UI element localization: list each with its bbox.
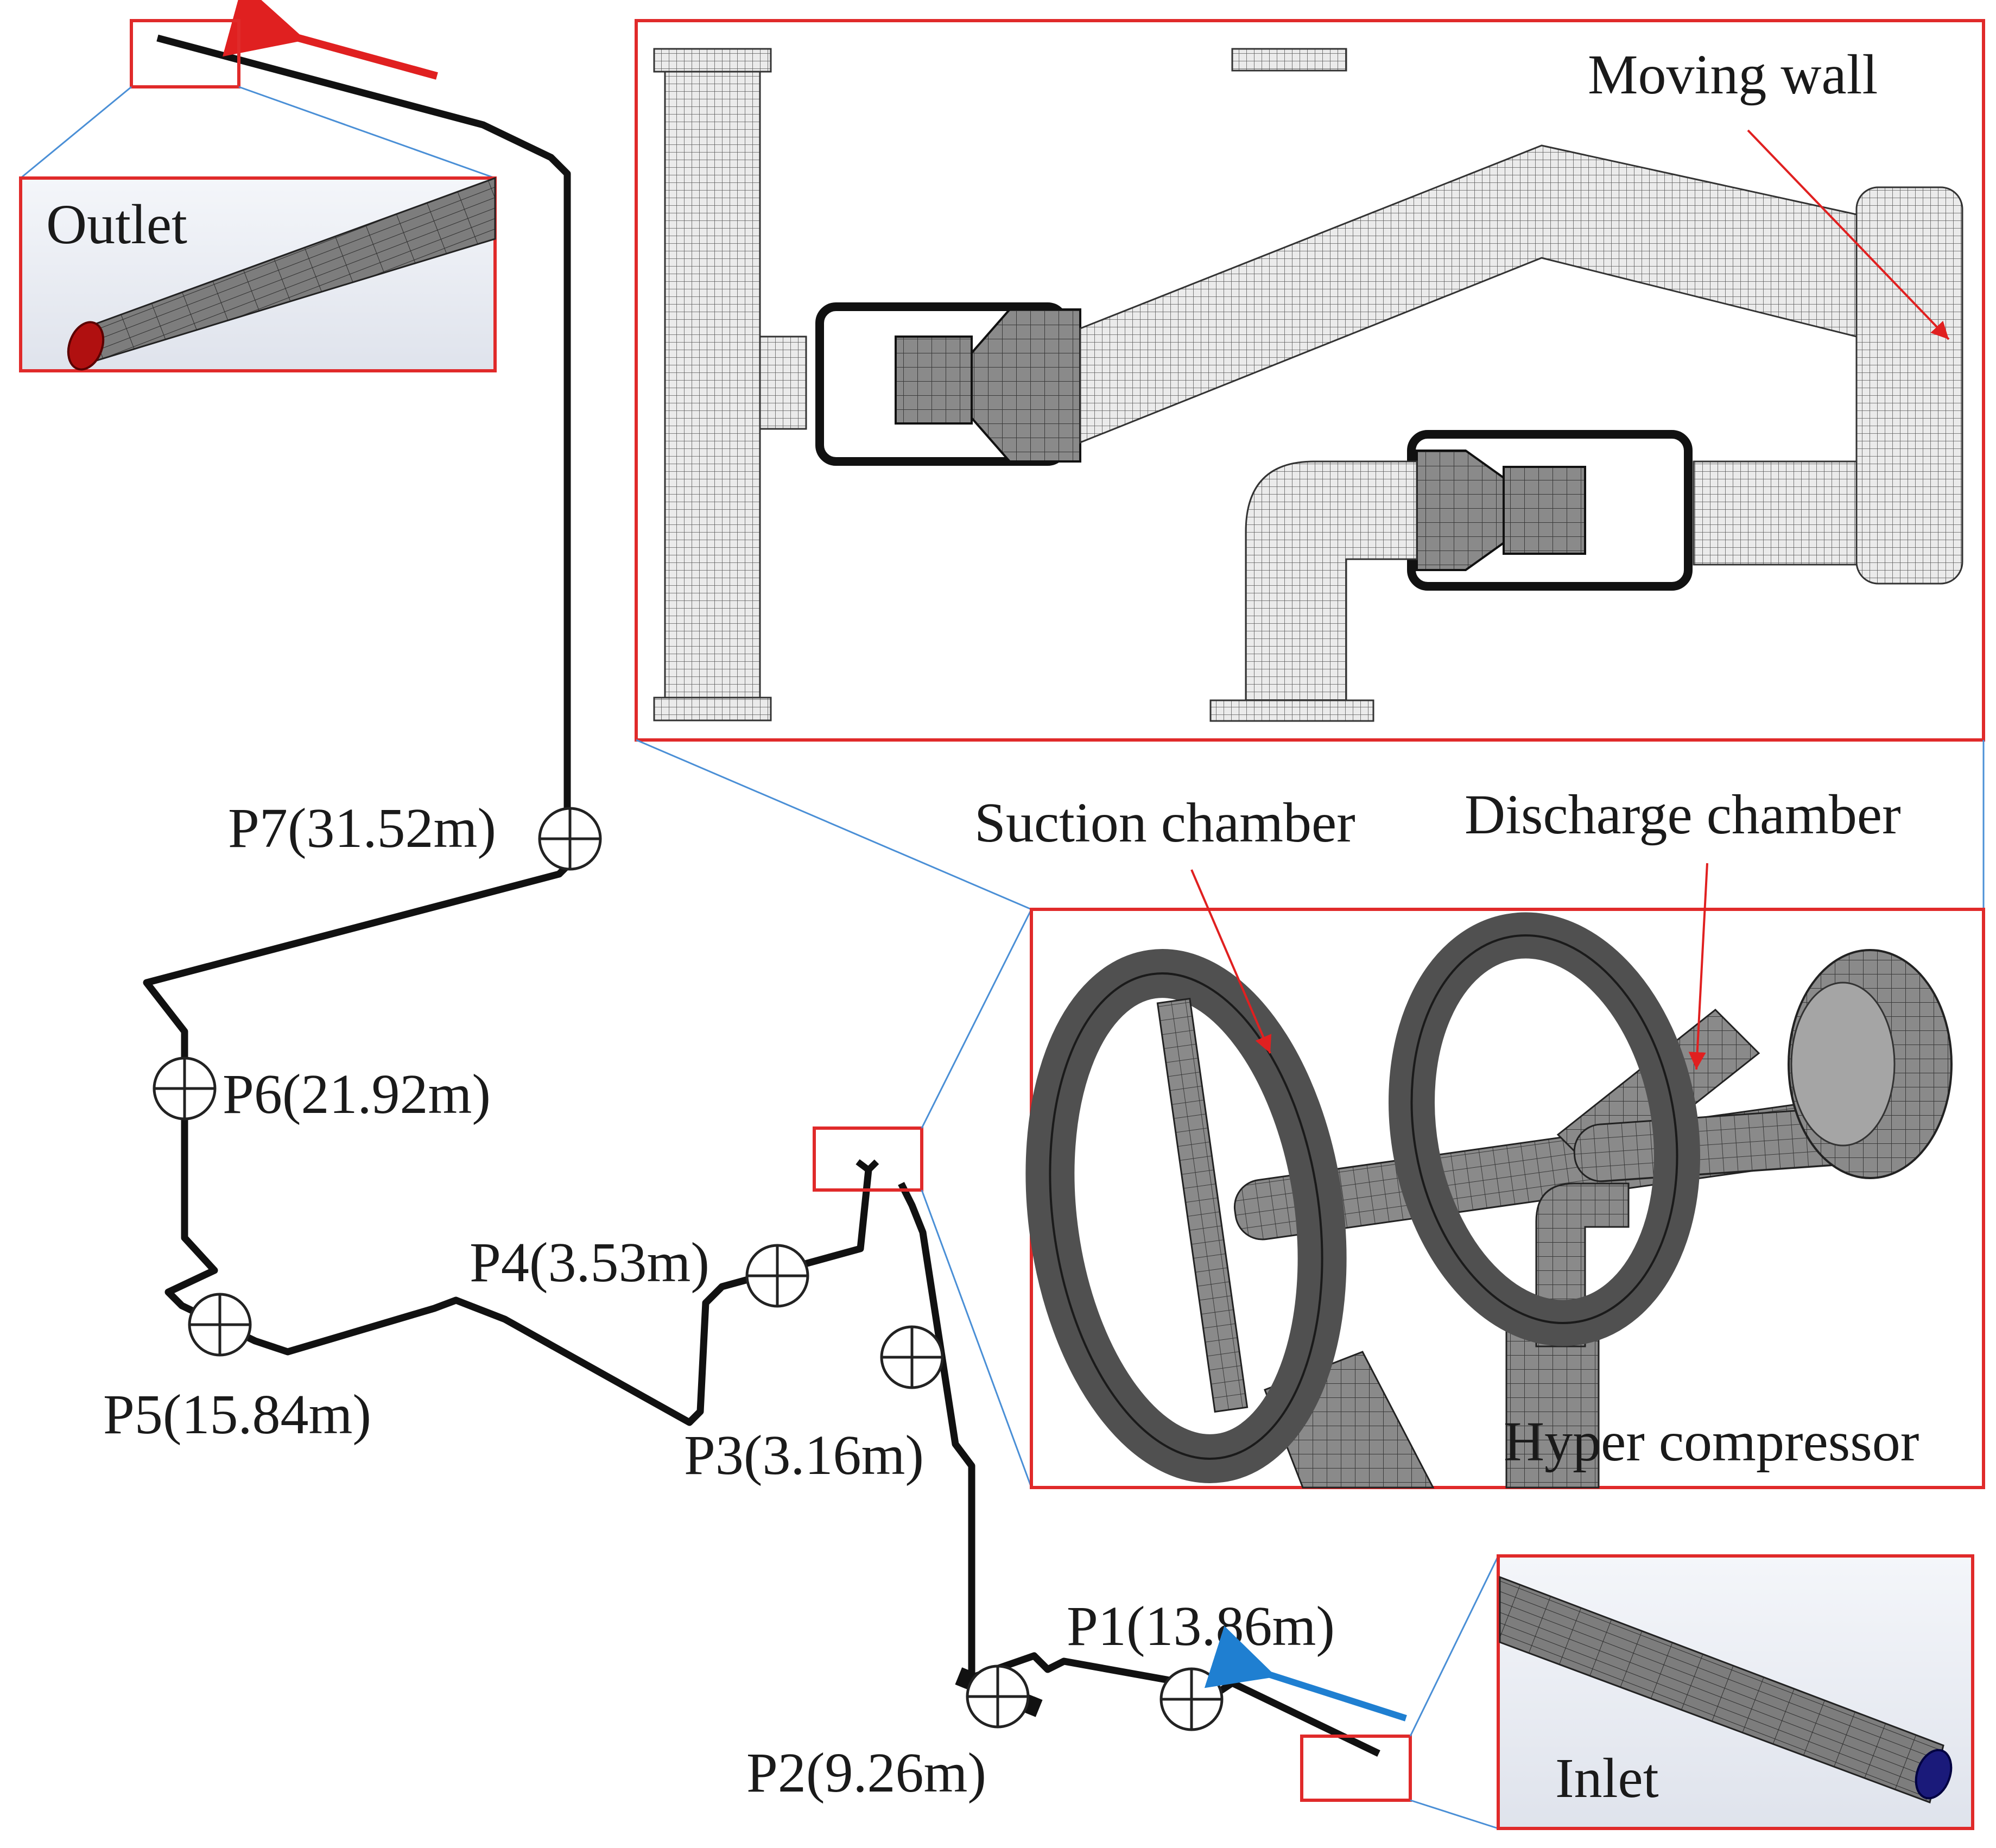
compressor-connector xyxy=(856,1159,879,1174)
compressor-marker-box xyxy=(813,1126,923,1192)
probe-p7-icon xyxy=(540,808,600,869)
inlet-face-icon xyxy=(1915,1749,1953,1800)
outlet-face-icon xyxy=(67,321,105,371)
inlet-marker-box xyxy=(1300,1735,1412,1802)
outlet-leader-right xyxy=(238,86,496,179)
probe-p7-label: P7(31.52m) xyxy=(228,797,496,859)
inlet-detail-panel: Inlet xyxy=(1497,1554,1974,1830)
moving-wall-pointer xyxy=(1747,129,1950,340)
inlet-label: Inlet xyxy=(1555,1747,1659,1809)
compressor-leader-top xyxy=(921,909,1032,1129)
hyper-compressor-label: Hyper compressor xyxy=(1504,1410,1919,1473)
probe-p5-icon xyxy=(189,1294,250,1355)
compressor-3d-panel: Hyper compressor xyxy=(1025,863,1985,1489)
probe-p1-icon xyxy=(1161,1669,1222,1730)
mesh-section-panel: Moving wall xyxy=(635,19,1985,742)
probe-p6-icon xyxy=(154,1058,215,1119)
outlet-label: Outlet xyxy=(46,193,187,256)
inflow-arrow-icon xyxy=(1204,1625,1407,1722)
moving-wall-label: Moving wall xyxy=(1588,43,1878,106)
outlet-leader-left xyxy=(20,86,132,179)
probe-p3-label: P3(3.16m) xyxy=(684,1424,924,1486)
probe-p6-label: P6(21.92m) xyxy=(223,1063,491,1125)
outlet-detail-panel: Outlet xyxy=(19,176,497,372)
outlet-marker-box xyxy=(130,19,240,88)
probe-p1-label: P1(13.86m) xyxy=(1067,1595,1335,1657)
probe-p4-icon xyxy=(747,1245,808,1306)
suction-chamber-pointer xyxy=(1190,869,1272,1054)
mesh-panel-leader-left xyxy=(636,739,1032,910)
discharge-chamber-pointer xyxy=(1688,863,1708,1070)
discharge-chamber-label: Discharge chamber xyxy=(1465,783,1901,846)
compressor-leader-bottom xyxy=(921,1189,1032,1488)
probe-p5-label: P5(15.84m) xyxy=(103,1383,371,1446)
probe-p2-label: P2(9.26m) xyxy=(746,1742,986,1804)
suction-chamber-label: Suction chamber xyxy=(974,792,1355,854)
inlet-leader-top xyxy=(1409,1555,1499,1737)
inlet-leader-bottom xyxy=(1410,1799,1499,1830)
outflow-arrow-icon xyxy=(222,0,438,80)
probe-p3-icon xyxy=(882,1327,942,1388)
probe-p4-label: P4(3.53m) xyxy=(470,1231,709,1294)
probe-p2-icon xyxy=(967,1666,1028,1727)
